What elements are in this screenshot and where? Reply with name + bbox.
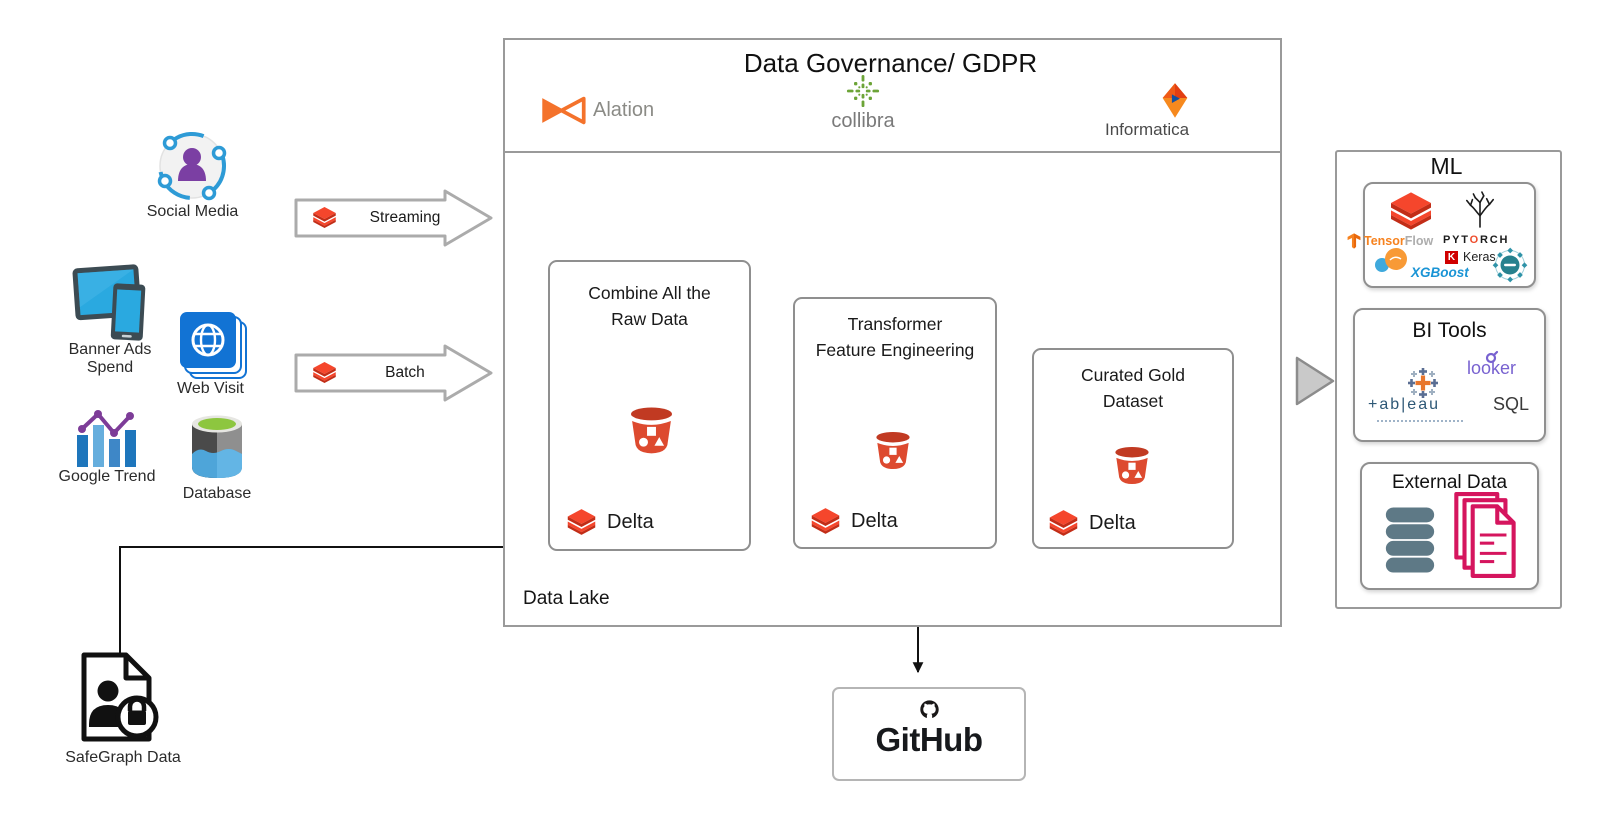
- streaming-label: Streaming: [369, 209, 441, 226]
- keras-logo: K Keras: [1445, 250, 1496, 264]
- github-octocat-icon: [920, 700, 939, 719]
- stage-curated-gold: Curated Gold Dataset Delta: [1032, 348, 1234, 549]
- tableau-icon: [1408, 368, 1438, 398]
- delta-lake-logo: [567, 509, 596, 535]
- github-wordmark: GitHub: [875, 721, 983, 758]
- s3-bucket-icon: [630, 407, 673, 454]
- stage-combine-raw: Combine All the Raw Data Delta: [548, 260, 751, 551]
- looker-icon: [1485, 350, 1499, 364]
- delta-label: Delta: [607, 510, 654, 533]
- tableau-software-dots: [1377, 420, 1463, 422]
- informatica-icon: [1162, 83, 1188, 118]
- ml-title: ML: [1430, 153, 1463, 179]
- tensorflow-icon: [1347, 233, 1361, 249]
- collibra-wordmark: collibra: [831, 110, 895, 132]
- collibra-icon: [846, 74, 880, 108]
- external-data-card: External Data: [1360, 462, 1539, 590]
- social-media-label: Social Media: [146, 203, 239, 220]
- stage-title-line: Feature Engineering: [815, 340, 975, 361]
- bi-tools-title: BI Tools: [1412, 319, 1487, 342]
- delta-label: Delta: [1089, 511, 1136, 534]
- delta-lake-logo: [811, 508, 840, 534]
- databricks-logo: [313, 362, 336, 383]
- safegraph-icon: [81, 652, 159, 742]
- web-visit-label: Web Visit: [177, 380, 244, 397]
- distributed-ml-icon: [1492, 247, 1528, 283]
- batch-label: Batch: [385, 364, 425, 381]
- decision-tree-icon: [1465, 191, 1495, 228]
- lake-to-outputs-triangle: [1295, 356, 1335, 406]
- delta-lake-logo: [1049, 510, 1078, 536]
- bi-tools-card: BI Tools looker +ab|eau: [1353, 308, 1546, 442]
- google-trend-label: Google Trend: [58, 468, 156, 485]
- governance-title: Data Governance/ GDPR: [743, 48, 1038, 78]
- scikit-learn-logo: [1375, 248, 1407, 272]
- stage-title-line: Dataset: [1102, 391, 1164, 412]
- databricks-logo: [313, 207, 336, 228]
- stage-title-line: Combine All the: [588, 283, 711, 303]
- banner-ads-label: Banner Ads Spend: [68, 341, 152, 377]
- banner-ads-icon: [72, 264, 146, 341]
- s3-bucket-icon: [1115, 447, 1149, 485]
- social-media-icon: [157, 132, 227, 201]
- xgboost-logo: XGBoost: [1411, 265, 1469, 280]
- external-data-title: External Data: [1391, 472, 1508, 493]
- stage-title-line: Transformer: [847, 314, 943, 334]
- safegraph-label: SafeGraph Data: [65, 749, 181, 766]
- google-trend-icon: [77, 410, 136, 467]
- stage-transformer-fe: Transformer Feature Engineering Delta: [793, 297, 997, 549]
- alation-wordmark: Alation: [593, 99, 655, 121]
- looker-wordmark: looker: [1467, 358, 1517, 378]
- pytorch-logo: PYTORCH: [1443, 234, 1510, 246]
- data-lake-label: Data Lake: [523, 588, 610, 609]
- streaming-arrow: Streaming: [293, 188, 495, 248]
- s3-bucket-icon: [876, 432, 910, 470]
- web-visit-icon: [180, 312, 247, 379]
- external-database-icon: [1385, 507, 1435, 573]
- github-box: GitHub: [832, 687, 1026, 781]
- governance-box: [503, 38, 1282, 153]
- stage-title-line: Curated Gold: [1080, 365, 1186, 385]
- documents-icon: [1454, 492, 1516, 578]
- batch-arrow: Batch: [293, 343, 495, 403]
- database-source-label: Database: [182, 485, 252, 502]
- databricks-logo: [1391, 192, 1431, 230]
- informatica-wordmark: Informatica: [1105, 120, 1190, 139]
- delta-label: Delta: [851, 509, 898, 532]
- stage-title-line: Raw Data: [611, 309, 688, 330]
- tableau-wordmark: +ab|eau: [1368, 396, 1440, 413]
- database-source-icon: [192, 415, 242, 478]
- sql-label: SQL: [1493, 394, 1530, 414]
- keras-badge: K: [1445, 250, 1458, 264]
- alation-icon: [542, 96, 586, 125]
